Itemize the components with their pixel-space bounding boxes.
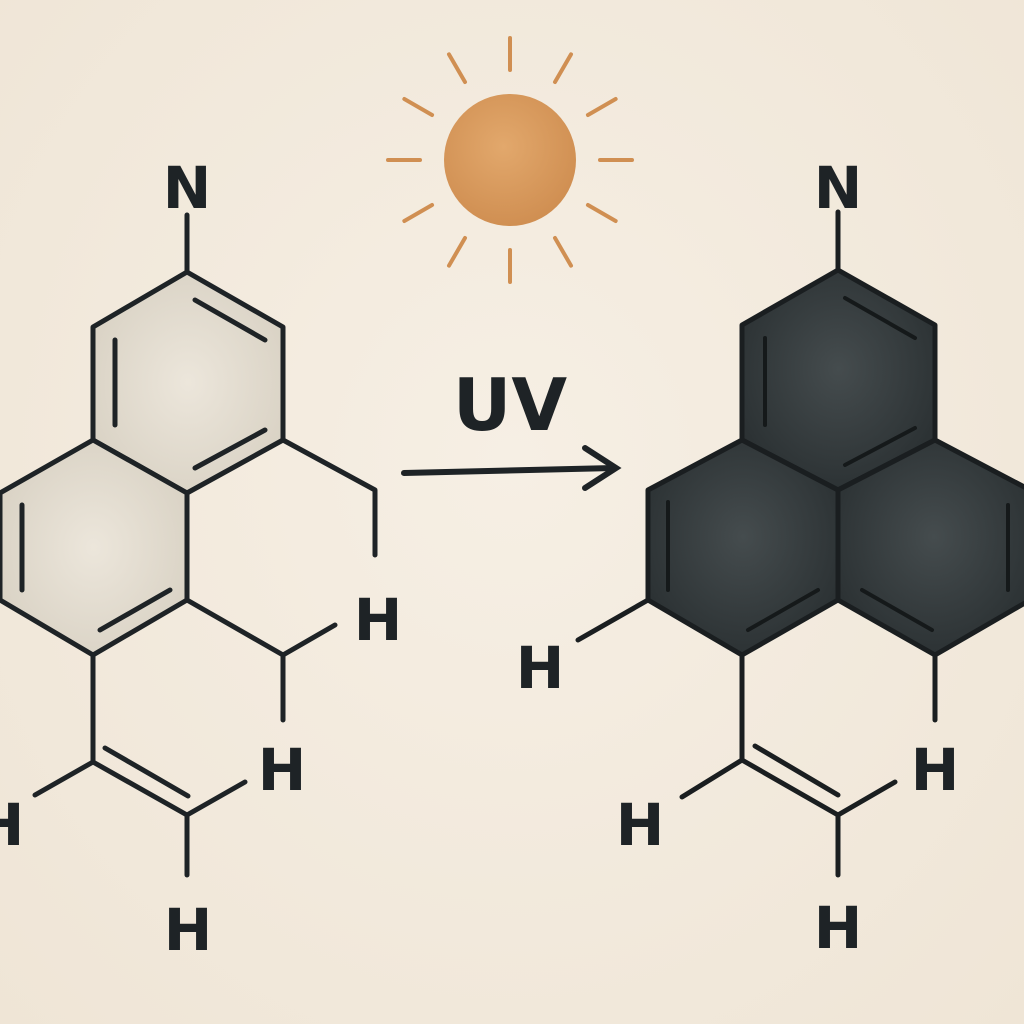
reactant-atom-h: H [354, 586, 403, 654]
sun-ray [402, 97, 435, 117]
arrow-right-icon [401, 445, 622, 491]
reactant-atom-h: H [258, 736, 307, 804]
product-atom-n: N [814, 154, 863, 222]
sun-ray [553, 52, 573, 85]
uv-label: UV [453, 363, 567, 447]
reactant-atom-h: H [0, 791, 24, 859]
reactant-atom-h: H [164, 896, 213, 964]
reactant-atom-n: N [163, 154, 212, 222]
product-atom-h: H [814, 894, 863, 962]
sun-ray [585, 97, 618, 117]
sun-ray [447, 52, 467, 85]
product-atom-h: H [616, 791, 665, 859]
product-atom-h: H [911, 736, 960, 804]
sun-icon [386, 36, 634, 284]
product-molecule [575, 209, 1024, 878]
sun-ray [402, 203, 435, 223]
sun-ray [585, 203, 618, 223]
reactant-molecule [0, 212, 378, 878]
product-atom-h: H [516, 634, 565, 702]
sun-ray [553, 235, 573, 268]
sun-ray [447, 235, 467, 268]
